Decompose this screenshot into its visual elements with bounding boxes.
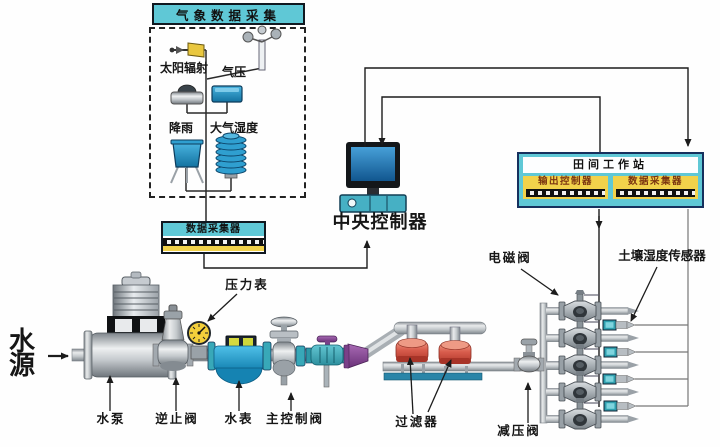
weather-station-dashed-box [149,27,306,198]
filter-label: 过滤器 [395,415,439,429]
barometer-icon [211,85,243,103]
data-collector-module: 数据采集器 [613,176,698,199]
soil-moisture-sensor [603,400,637,412]
water-meter [207,335,272,385]
pressure-reducing-valve [513,338,545,373]
anemometer-icon [242,25,282,71]
air-pressure-label: 气压 [221,65,246,79]
output-controller-label: 输出控制器 [537,177,593,187]
solenoid-valve [558,290,639,322]
output-controller-terminal-strip [526,189,605,197]
soil-moisture-sensor [602,373,636,385]
wind-vane-icon [169,42,205,58]
reducer-fitting [343,343,369,369]
field-workstation: 田间工作站 输出控制器 数据采集器 [517,152,704,208]
output-controller-module: 输出控制器 [523,176,608,199]
water-meter-label: 水表 [224,412,254,426]
central-controller-computer [339,142,407,213]
humidity-shield-icon [215,132,247,179]
solenoid-valve [558,344,639,376]
pump-label: 水泵 [96,412,126,426]
rainfall-label: 降雨 [168,121,193,135]
check-valve-label: 逆止阀 [155,412,199,426]
collector-terminal-strip [163,238,264,246]
injection-valve [305,335,348,388]
label-leader-arrows [48,266,658,423]
filter-platform [383,372,483,381]
collector-divider [163,236,264,238]
solenoid-valve [558,317,639,349]
pressure-gauge-label: 压力表 [225,278,269,292]
central-controller-label: 中央控制器 [332,212,428,232]
humidity-label: 大气湿度 [209,121,258,135]
soil-moisture-sensor-label: 土壤湿度传感器 [618,249,706,263]
soil-moisture-sensor [602,319,636,331]
main-control-valve-label: 主控制阀 [265,412,324,426]
soil-moisture-sensors [602,319,637,412]
data-collector-label: 数据采集器 [627,177,683,187]
pressure-reducing-valve-label: 减压阀 [497,424,541,438]
water-source-label: 水 源 [8,327,35,380]
weather-data-collector-label: 数据采集器 [163,223,264,236]
weather-data-collector: 数据采集器 [161,221,266,254]
soil-moisture-sensor [603,346,637,358]
solenoid-valve [558,371,639,403]
filter-1 [395,324,429,374]
sensor-wire-bus [635,209,689,407]
main-control-valve [269,316,306,386]
pyranometer-icon [170,84,204,105]
solenoid-valve-label: 电磁阀 [488,251,532,265]
data-collector-terminal-strip [616,189,695,197]
weather-station-header: 气象数据采集 [152,3,305,25]
weather-station-title: 气象数据采集 [175,8,281,23]
check-valve [152,304,194,371]
solenoid-valve [558,398,639,430]
pressure-gauge [187,321,211,360]
solenoid-valves [558,290,639,430]
collector-yellow-band [163,246,264,251]
rain-gauge-icon [170,139,204,184]
solar-radiation-label: 太阳辐射 [159,61,208,75]
field-workstation-title: 田间工作站 [523,157,698,173]
